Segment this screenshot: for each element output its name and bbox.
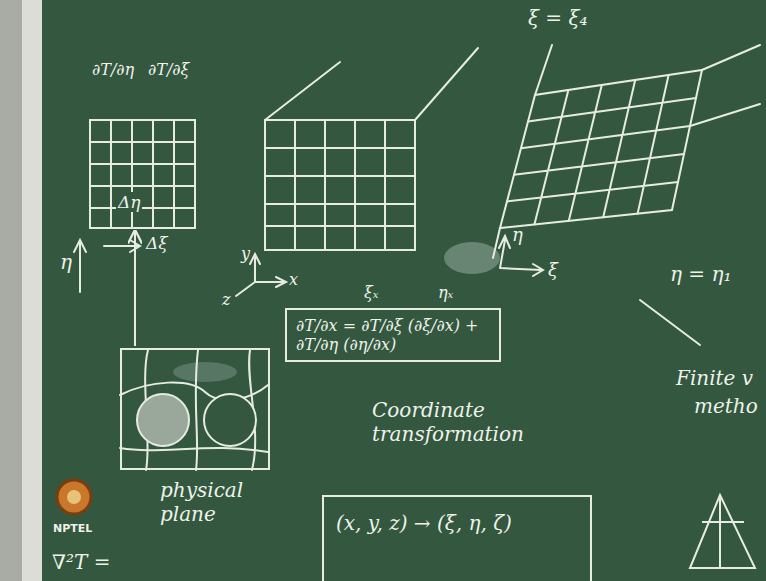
mapping-arrow [134, 231, 136, 346]
eta-arrow [74, 240, 86, 292]
board-label: η [60, 250, 72, 274]
physical-domain [120, 350, 268, 470]
label-anchor: y [241, 244, 250, 263]
board-label: ξₓ [364, 283, 379, 302]
curvilinear-outline [500, 70, 702, 228]
grid-extensions [493, 45, 760, 258]
label-anchor: Coordinate transformation [372, 398, 542, 446]
label-anchor: Δξ [146, 233, 168, 253]
board-label: z [222, 290, 230, 309]
curvilinear-lines [507, 75, 696, 224]
physical-plane-node: physical plane [120, 348, 270, 526]
eraser-smudge [173, 362, 237, 382]
board-label: Coordinate transformation [372, 398, 542, 446]
plane-frame [120, 348, 270, 470]
block-face [265, 120, 415, 250]
label-anchor: ξₓ [364, 283, 379, 302]
label-anchor: NPTEL [53, 518, 92, 536]
label-anchor: η = η₁ [670, 262, 731, 286]
board-label: η = η₁ [670, 262, 731, 286]
label-anchor: ∂T/∂η [92, 60, 134, 79]
node-text: physical plane [160, 478, 270, 526]
label-anchor: ∂T/∂ξ [148, 60, 189, 79]
grid-outline [90, 120, 195, 228]
label-anchor: x [289, 270, 298, 289]
board-label: ηₓ [438, 283, 453, 302]
block-lines [265, 120, 415, 250]
board-label: ∇²T = [52, 550, 110, 574]
logo [57, 480, 91, 514]
board-label: metho [694, 394, 758, 418]
label-anchor: ξ [548, 259, 558, 281]
logo-gear [57, 480, 91, 514]
board-label: ∂T/∂η [92, 60, 134, 79]
grid-curve [196, 350, 198, 470]
board-label: ξ = ξ₄ [528, 6, 588, 30]
equation-box: ∂T/∂x = ∂T/∂ξ (∂ξ/∂x) + ∂T/∂η (∂η/∂x) [285, 308, 501, 362]
curvilinear-grid [493, 45, 760, 345]
board-label: x [289, 270, 298, 289]
grid-curve [120, 383, 268, 400]
label-anchor: z [222, 290, 230, 309]
mapping-box: (x, y, z) → (ξ, η, ζ) [322, 495, 592, 581]
board-label: Δξ [146, 233, 168, 253]
board-label: y [241, 244, 250, 263]
label-anchor: ∇²T = [52, 550, 110, 574]
wall-strip [0, 0, 22, 581]
node-text: Δη [116, 192, 142, 212]
block-grid [236, 48, 478, 296]
logo-center [67, 490, 81, 504]
board-label: ξ [548, 259, 558, 281]
triangle-mesh [690, 495, 755, 568]
board-frame [22, 0, 42, 581]
label-anchor: η [512, 224, 523, 246]
cylinder [137, 394, 189, 446]
cylinder [204, 394, 256, 446]
board-label: ∂T/∂ξ [148, 60, 189, 79]
logo-text: NPTEL [53, 522, 92, 535]
grid-lines [90, 120, 195, 228]
grid-cell-node: Δη [90, 120, 195, 228]
board-label: Finite v [676, 366, 753, 390]
chalk-stroke [640, 300, 700, 345]
label-anchor: Finite v [676, 366, 753, 390]
label-anchor: ξ = ξ₄ [528, 6, 588, 30]
node-text: (x, y, z) → (ξ, η, ζ) [336, 511, 578, 535]
label-anchor: η [60, 250, 72, 274]
board-label: η [512, 224, 523, 246]
grid-curve [120, 448, 268, 452]
label-anchor: ηₓ [438, 283, 453, 302]
node-text: ∂T/∂x = ∂T/∂ξ (∂ξ/∂x) + ∂T/∂η (∂η/∂x) [296, 316, 490, 354]
block-depth [265, 48, 478, 120]
eraser-smudge [444, 242, 500, 274]
label-anchor: metho [694, 394, 758, 418]
